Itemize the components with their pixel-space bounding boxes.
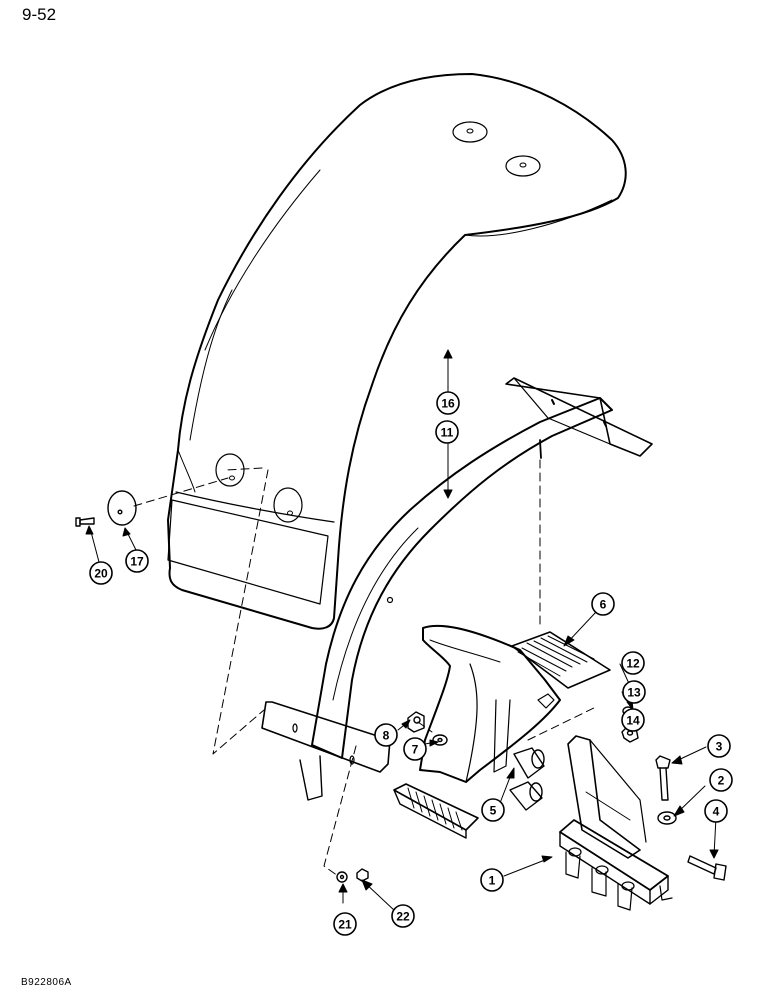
callout-circle	[333, 912, 357, 936]
callout-circle	[621, 651, 645, 675]
callout-label: 21	[338, 918, 352, 932]
spacer-upper	[513, 747, 545, 779]
hardware	[75, 490, 727, 883]
callout-14: 14	[621, 708, 645, 732]
callout-label: 16	[441, 397, 455, 411]
callout-20: 20	[89, 561, 113, 585]
callout-circle	[621, 708, 645, 732]
callout-circle	[436, 391, 460, 415]
callout-22: 22	[391, 904, 415, 928]
lower-step-tread	[393, 783, 479, 831]
callout-circle	[591, 592, 615, 616]
callout-circle	[707, 734, 731, 758]
upper-step-tread	[511, 631, 611, 689]
mounting-hole	[215, 453, 245, 487]
nut	[407, 711, 425, 733]
reflector	[107, 490, 137, 526]
callout-label: 13	[627, 686, 641, 700]
mounting-hole	[505, 155, 541, 177]
callout-label: 7	[412, 743, 419, 757]
callout-12: 12	[621, 651, 645, 675]
callout-2: 2	[709, 768, 733, 792]
bolt	[655, 755, 671, 769]
callout-circle	[125, 549, 149, 573]
callout-circle	[704, 799, 728, 823]
callout-circle	[374, 723, 398, 747]
callout-label: 8	[383, 729, 390, 743]
spacer-lower	[509, 781, 543, 811]
callout-1: 1	[480, 868, 504, 892]
mounting-plate	[559, 735, 673, 911]
page-number: 9-52	[22, 5, 57, 24]
bracket	[261, 377, 653, 801]
mounting-hole	[452, 121, 488, 143]
callout-8: 8	[374, 723, 398, 747]
callout-5: 5	[481, 798, 505, 822]
nut	[356, 868, 369, 882]
callout-label: 20	[94, 567, 108, 581]
callout-label: 17	[130, 555, 144, 569]
callout-label: 12	[626, 657, 640, 671]
callout-label: 1	[489, 874, 496, 888]
washer	[336, 871, 348, 883]
callout-label: 6	[600, 598, 607, 612]
callout-circle	[709, 768, 733, 792]
callout-circle	[89, 561, 113, 585]
callout-circle	[480, 868, 504, 892]
callout-11: 11	[435, 420, 459, 444]
figure-code: B922806A	[21, 977, 72, 988]
callout-circle	[403, 737, 427, 761]
callout-21: 21	[333, 912, 357, 936]
callout-label: 22	[396, 910, 410, 924]
assembly-lines	[133, 459, 599, 877]
callout-3: 3	[707, 734, 731, 758]
fender	[167, 73, 627, 630]
bolt	[687, 855, 717, 875]
callout-7: 7	[403, 737, 427, 761]
callout-13: 13	[622, 680, 646, 704]
callout-6: 6	[591, 592, 615, 616]
mounting-hole	[273, 487, 303, 523]
step-bracket	[393, 624, 611, 839]
callout-label: 11	[441, 426, 454, 440]
leader-lines	[85, 349, 719, 912]
callout-label: 2	[718, 774, 725, 788]
callout-label: 14	[626, 714, 640, 728]
callout-4: 4	[704, 799, 728, 823]
callout-label: 5	[490, 804, 497, 818]
callout-circle	[622, 680, 646, 704]
callout-circle	[391, 904, 415, 928]
callout-circle	[481, 798, 505, 822]
callout-label: 4	[713, 805, 720, 819]
callout-circle	[435, 420, 459, 444]
callout-17: 17	[125, 549, 149, 573]
callout-label: 3	[716, 740, 723, 754]
washer	[432, 734, 448, 746]
washer	[657, 811, 677, 825]
callout-16: 16	[436, 391, 460, 415]
